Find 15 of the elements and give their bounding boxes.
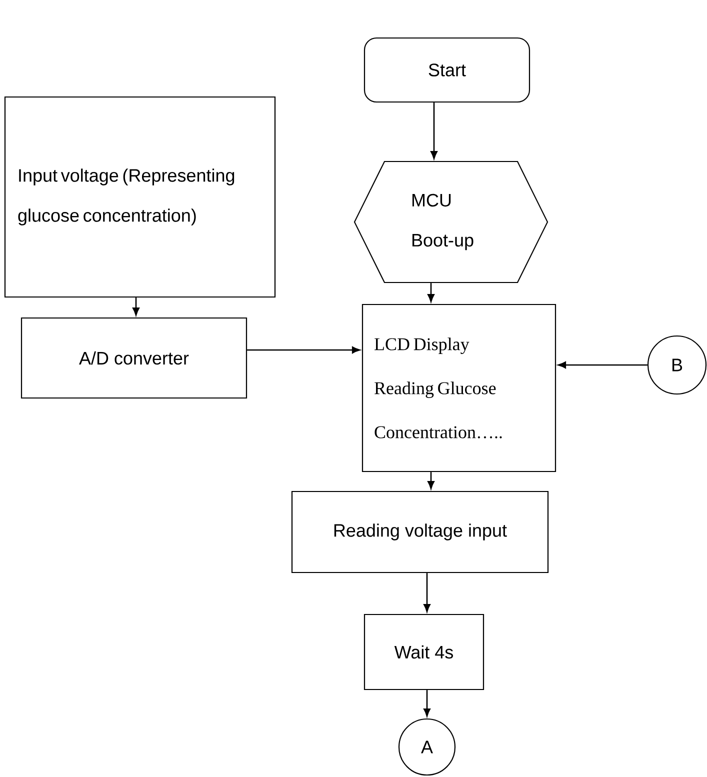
arrow (247, 346, 360, 354)
arrow (132, 298, 140, 316)
input-box: Input voltage (Representing glucose concentration) (4, 96, 276, 298)
arrow (424, 690, 430, 717)
display-box: LCD Display Reading Glucose Concentration….. (362, 304, 556, 472)
process-box: Reading voltage input (291, 490, 549, 574)
arrow (428, 472, 434, 490)
arrow (558, 362, 648, 368)
preparation-hexagon: MCU Boot-up (354, 160, 548, 284)
process-box: Wait 4s (364, 614, 484, 690)
arrow (430, 102, 438, 160)
arrow (424, 573, 430, 612)
process-box: A/D converter (20, 317, 248, 399)
start-box: Start (364, 37, 530, 103)
arrow (428, 283, 434, 302)
